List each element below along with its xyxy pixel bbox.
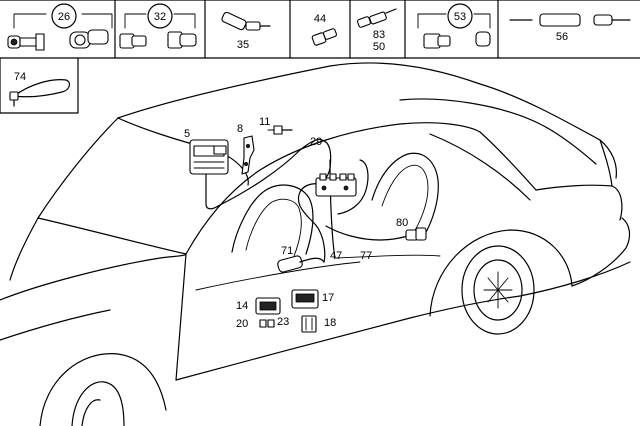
bracket-8[interactable] xyxy=(241,135,255,175)
callout-77: 77 xyxy=(360,250,372,262)
legend-box-44[interactable]: 44 xyxy=(311,13,337,46)
circle-32 xyxy=(147,3,173,29)
connector-80[interactable] xyxy=(405,227,427,241)
switch-14[interactable] xyxy=(255,297,281,315)
callout-11: 11 xyxy=(259,116,270,128)
sleeve-icon xyxy=(475,31,491,47)
legend-box-56[interactable]: 56 xyxy=(509,13,631,43)
callout-18: 18 xyxy=(324,317,336,329)
legend-box-53[interactable]: 53 xyxy=(417,3,491,49)
label-26: 26 xyxy=(58,11,70,23)
socket-connector-icon xyxy=(167,31,197,49)
inline-connector-icon xyxy=(311,28,337,46)
callout-47: 47 xyxy=(330,250,342,262)
plug-connector-icon xyxy=(119,33,147,49)
callout-8: 8 xyxy=(237,123,243,135)
legend-box-74[interactable]: 74 xyxy=(9,71,71,107)
callout-14: 14 xyxy=(236,300,248,312)
front-seat xyxy=(231,184,314,257)
cable-tie-icon xyxy=(9,79,71,107)
rear-seat xyxy=(371,152,439,237)
legend-box-35[interactable]: 35 xyxy=(221,11,271,51)
connector-71[interactable] xyxy=(277,255,325,273)
label-32: 32 xyxy=(154,11,166,23)
label-44: 44 xyxy=(314,13,326,25)
clip-23[interactable] xyxy=(267,319,275,328)
callout-20: 20 xyxy=(236,318,248,330)
callout-17: 17 xyxy=(322,292,334,304)
clip-20[interactable] xyxy=(259,319,267,328)
callout-23: 23 xyxy=(277,316,289,328)
callout-29: 29 xyxy=(310,136,322,148)
label-35: 35 xyxy=(237,39,249,51)
angled-connector-icon xyxy=(221,11,271,31)
circle-26 xyxy=(51,3,77,29)
label-53: 53 xyxy=(454,11,466,23)
label-74: 74 xyxy=(14,71,26,83)
connector-angle-icon xyxy=(7,33,45,51)
switch-17[interactable] xyxy=(291,289,319,309)
callout-80: 80 xyxy=(396,217,408,229)
connector-elbow-icon xyxy=(69,29,109,49)
tube-set-icon xyxy=(509,13,631,27)
connector-18[interactable] xyxy=(301,315,317,333)
pin-connector-icon xyxy=(357,8,397,28)
label-83: 83 xyxy=(373,29,385,41)
label-56: 56 xyxy=(556,31,568,43)
control-unit-5[interactable] xyxy=(189,139,229,175)
distributor-block[interactable] xyxy=(315,173,357,197)
callout-71: 71 xyxy=(281,245,293,257)
legend-box-32[interactable]: 32 xyxy=(119,3,197,49)
callout-5: 5 xyxy=(184,128,190,140)
housing-connector-icon xyxy=(423,33,451,49)
circle-53 xyxy=(447,3,473,29)
screw-11[interactable] xyxy=(267,125,293,135)
car-body xyxy=(0,62,631,426)
legend-strip xyxy=(0,0,640,114)
legend-box-26[interactable]: 26 xyxy=(7,3,113,51)
legend-box-83-50[interactable]: 83 50 xyxy=(357,8,397,53)
label-50: 50 xyxy=(373,41,385,53)
